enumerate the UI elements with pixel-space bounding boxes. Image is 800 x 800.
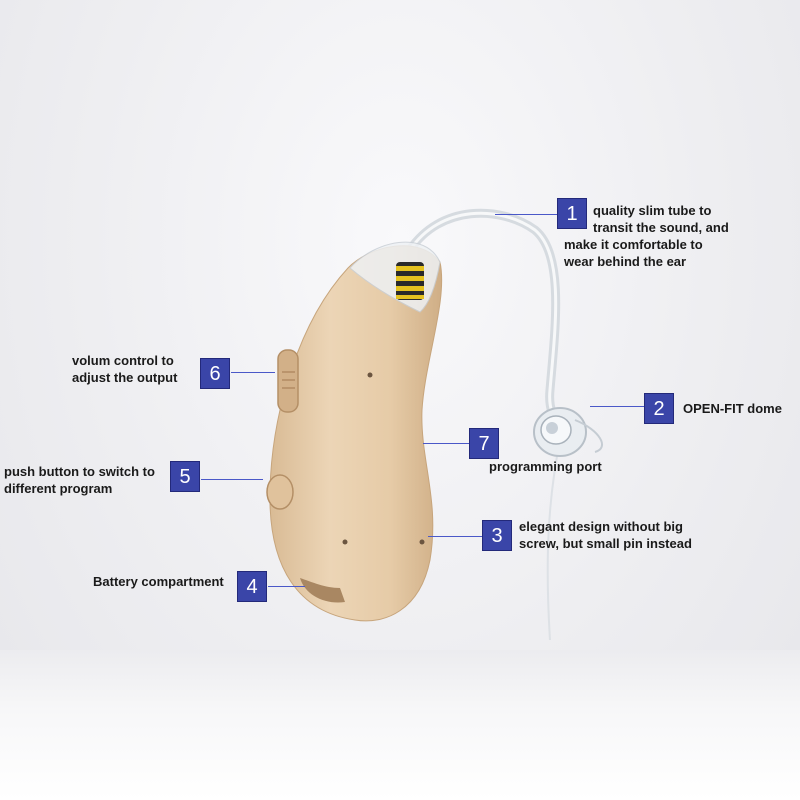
- retention-line: [546, 439, 561, 641]
- callout-text-6: volum control to adjust the output: [72, 353, 178, 385]
- battery-door: [300, 578, 345, 603]
- leader-line-2: [590, 406, 644, 407]
- volume-control: [277, 349, 299, 413]
- callout-badge-5: 5: [170, 461, 200, 492]
- receiver-coil: [396, 262, 424, 300]
- pin-dot: [367, 372, 373, 378]
- callout-text-1-cont: make it comfortable to wear behind the e…: [564, 237, 703, 269]
- open-fit-dome: [533, 407, 603, 457]
- callout-text-1: quality slim tube to transit the sound, …: [593, 203, 729, 235]
- callout-badge-2: 2: [644, 393, 674, 424]
- program-button: [266, 474, 294, 510]
- callout-badge-4: 4: [237, 571, 267, 602]
- callout-badge-7: 7: [469, 428, 499, 459]
- callout-text-7: programming port: [489, 459, 602, 474]
- leader-line-7: [423, 443, 469, 444]
- leader-line-6: [231, 372, 275, 373]
- device-body: [269, 245, 443, 622]
- callout-badge-6: 6: [200, 358, 230, 389]
- callout-badge-1: 1: [557, 198, 587, 229]
- leader-line-4: [268, 586, 305, 587]
- callout-text-5: push button to switch to different progr…: [4, 464, 155, 496]
- callout-text-2: OPEN-FIT dome: [683, 401, 782, 416]
- pin-dot: [342, 539, 348, 545]
- callout-text-3: elegant design without big screw, but sm…: [519, 519, 692, 551]
- leader-line-3: [428, 536, 482, 537]
- leader-line-1: [495, 214, 557, 215]
- pin-dot: [419, 539, 425, 545]
- leader-line-5: [201, 479, 263, 480]
- callout-text-4: Battery compartment: [93, 574, 224, 589]
- floor-reflection: [0, 650, 800, 800]
- callout-badge-3: 3: [482, 520, 512, 551]
